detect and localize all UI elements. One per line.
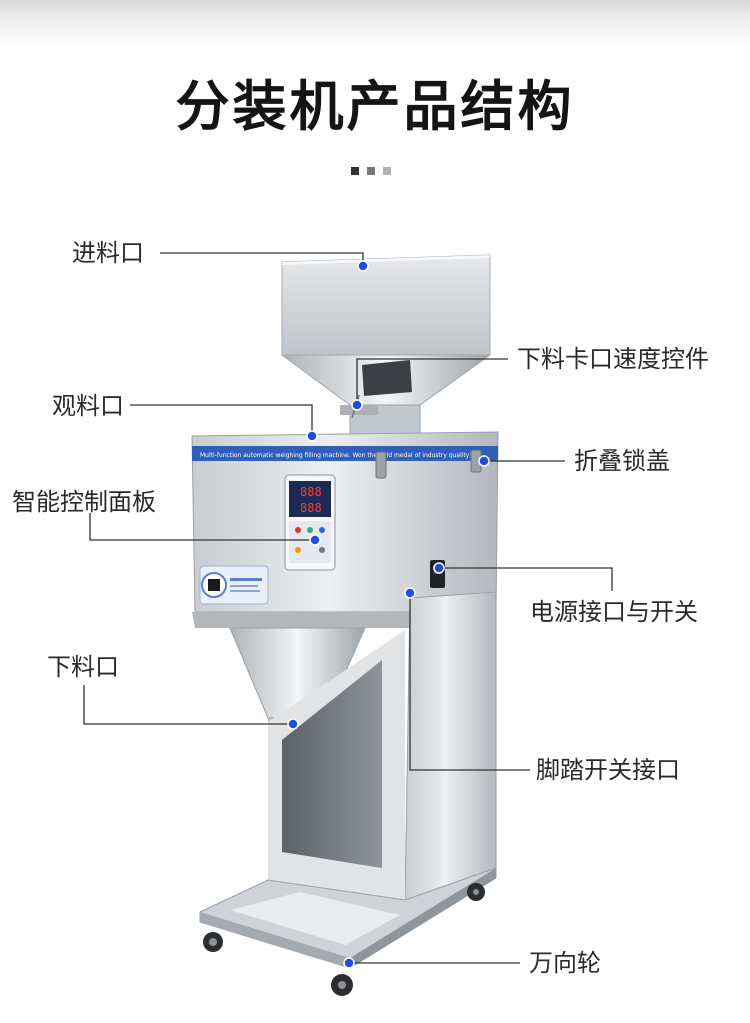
leader-observation-port (130, 404, 313, 436)
marker-control-panel (309, 534, 321, 546)
marker-foot-pedal (404, 587, 416, 599)
display-bottom: 888 (300, 501, 322, 515)
indicator-dot-2 (367, 167, 375, 175)
marker-wheel (343, 957, 355, 969)
qr-sticker (199, 565, 269, 605)
marker-discharge-outlet (287, 718, 299, 730)
marker-power-switch (433, 562, 445, 574)
marker-feed-inlet (357, 260, 369, 272)
header-strip-text: Multi-function automatic weighing fillin… (200, 452, 472, 459)
callout-smart-control-panel: 智能控制面板 (12, 488, 156, 516)
leader-power-switch (439, 567, 613, 591)
support-column (268, 591, 497, 901)
callout-feed-gate-speed-control: 下料卡口速度控件 (517, 345, 709, 373)
indicator-dot-1 (351, 167, 359, 175)
callout-folding-lock-cover: 折叠锁盖 (574, 447, 670, 475)
marker-feed-gate (351, 399, 363, 411)
page-title: 分装机产品结构 (175, 75, 575, 138)
indicator-dots (351, 167, 391, 175)
leader-lines (83, 252, 613, 964)
hopper (280, 254, 492, 436)
top-gradient-band (0, 0, 750, 50)
leader-discharge-outlet (83, 685, 293, 725)
leader-foot-pedal (409, 593, 530, 771)
callout-power-socket-switch: 电源接口与开关 (530, 598, 698, 626)
control-panel: 888 888 (284, 474, 336, 571)
leader-feed-gate (356, 358, 508, 405)
marker-observation-port (306, 430, 318, 442)
callout-universal-wheel: 万向轮 (529, 949, 601, 977)
callout-feed-inlet: 进料口 (72, 239, 144, 267)
callout-observation-port: 观料口 (52, 392, 124, 420)
callout-markers (287, 260, 490, 969)
wheels (203, 883, 485, 996)
callout-discharge-outlet: 下料口 (47, 653, 119, 681)
leader-control-panel (89, 513, 315, 541)
display-top: 888 (300, 485, 322, 499)
marker-lock-cover (478, 455, 490, 467)
base-platform (199, 867, 497, 969)
callout-foot-pedal-socket: 脚踏开关接口 (536, 756, 680, 784)
main-body: Multi-function automatic weighing fillin… (191, 431, 499, 628)
indicator-dot-3 (383, 167, 391, 175)
